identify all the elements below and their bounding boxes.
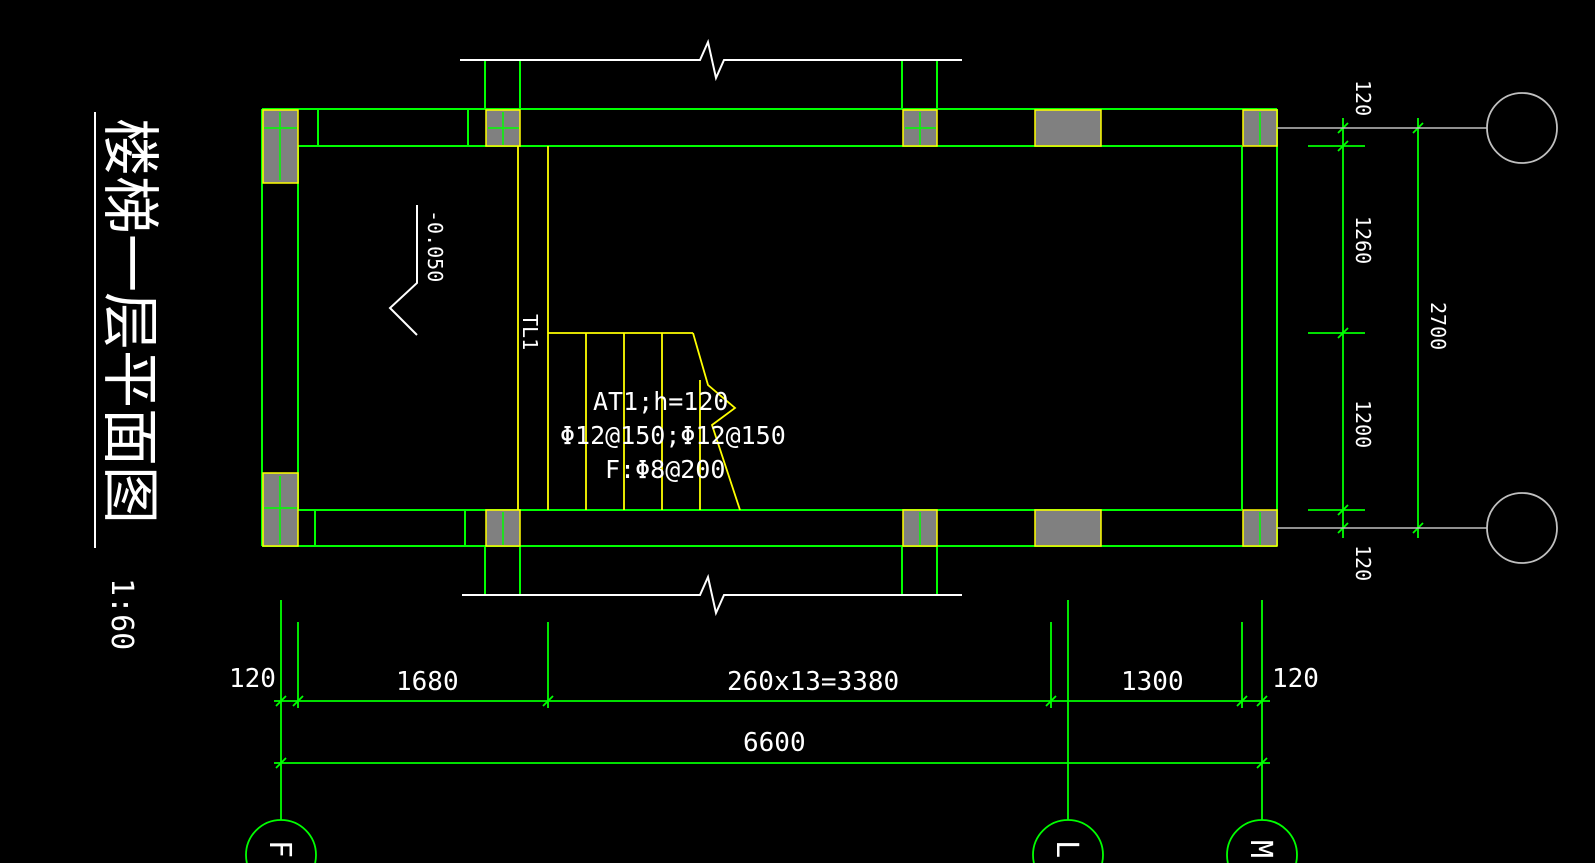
hdim-120-left: 120 [229, 664, 276, 694]
walls [261, 60, 1278, 595]
top-break-line [460, 38, 962, 82]
axis-label-L: L [1049, 840, 1084, 858]
stair-outline [517, 146, 741, 511]
break-lines [460, 38, 962, 617]
hdim-1300: 1300 [1121, 667, 1184, 697]
axis-leader-lines [1277, 127, 1487, 529]
column-bottom-4 [1034, 509, 1102, 547]
column-top-4 [1034, 109, 1102, 147]
vdim-1260: 1260 [1351, 216, 1375, 264]
vdim-120-top: 120 [1351, 80, 1375, 116]
elevation-label: -0.050 [423, 210, 447, 282]
axis-circle-bottom-right [1486, 492, 1558, 564]
stair-note-line2: Φ12@150;Φ12@150 [560, 421, 786, 450]
axis-circles [1486, 92, 1558, 564]
stair-note-line1: AT1;h=120 [593, 387, 728, 416]
axis-label-M: M [1243, 840, 1278, 858]
hdim-3380: 260x13=3380 [727, 667, 899, 697]
horizontal-dimension-lines [274, 600, 1270, 820]
vertical-dimension-lines [1308, 118, 1424, 538]
axis-label-F: F [262, 840, 297, 858]
hdim-120-right: 120 [1272, 664, 1319, 694]
drawing-title-group: 楼梯一层平面图 1:60 [94, 112, 164, 650]
axis-circle-top-right [1486, 92, 1558, 164]
hdim-total-6600: 6600 [743, 728, 806, 758]
drawing-scale: 1:60 [104, 578, 139, 650]
elevation-marker: -0.050 [388, 205, 447, 336]
axis-circles-bottom [245, 819, 1298, 863]
axis-circle-L [1032, 819, 1104, 863]
columns [262, 109, 1278, 547]
drawing-title: 楼梯一层平面图 [96, 118, 164, 524]
axis-circle-M [1226, 819, 1298, 863]
axis-circle-F [245, 819, 317, 863]
bottom-break-line [462, 573, 962, 617]
vdim-120-bottom: 120 [1351, 545, 1375, 581]
hdim-1680: 1680 [396, 667, 459, 697]
beam-label: TL1 [518, 314, 542, 350]
column-center-marks [264, 112, 1261, 545]
vdim-1200: 1200 [1351, 400, 1375, 448]
stair-note-line3: F:Φ8@200 [605, 455, 725, 484]
vdim-total-2700: 2700 [1426, 302, 1450, 350]
elevation-triangle [388, 205, 418, 336]
